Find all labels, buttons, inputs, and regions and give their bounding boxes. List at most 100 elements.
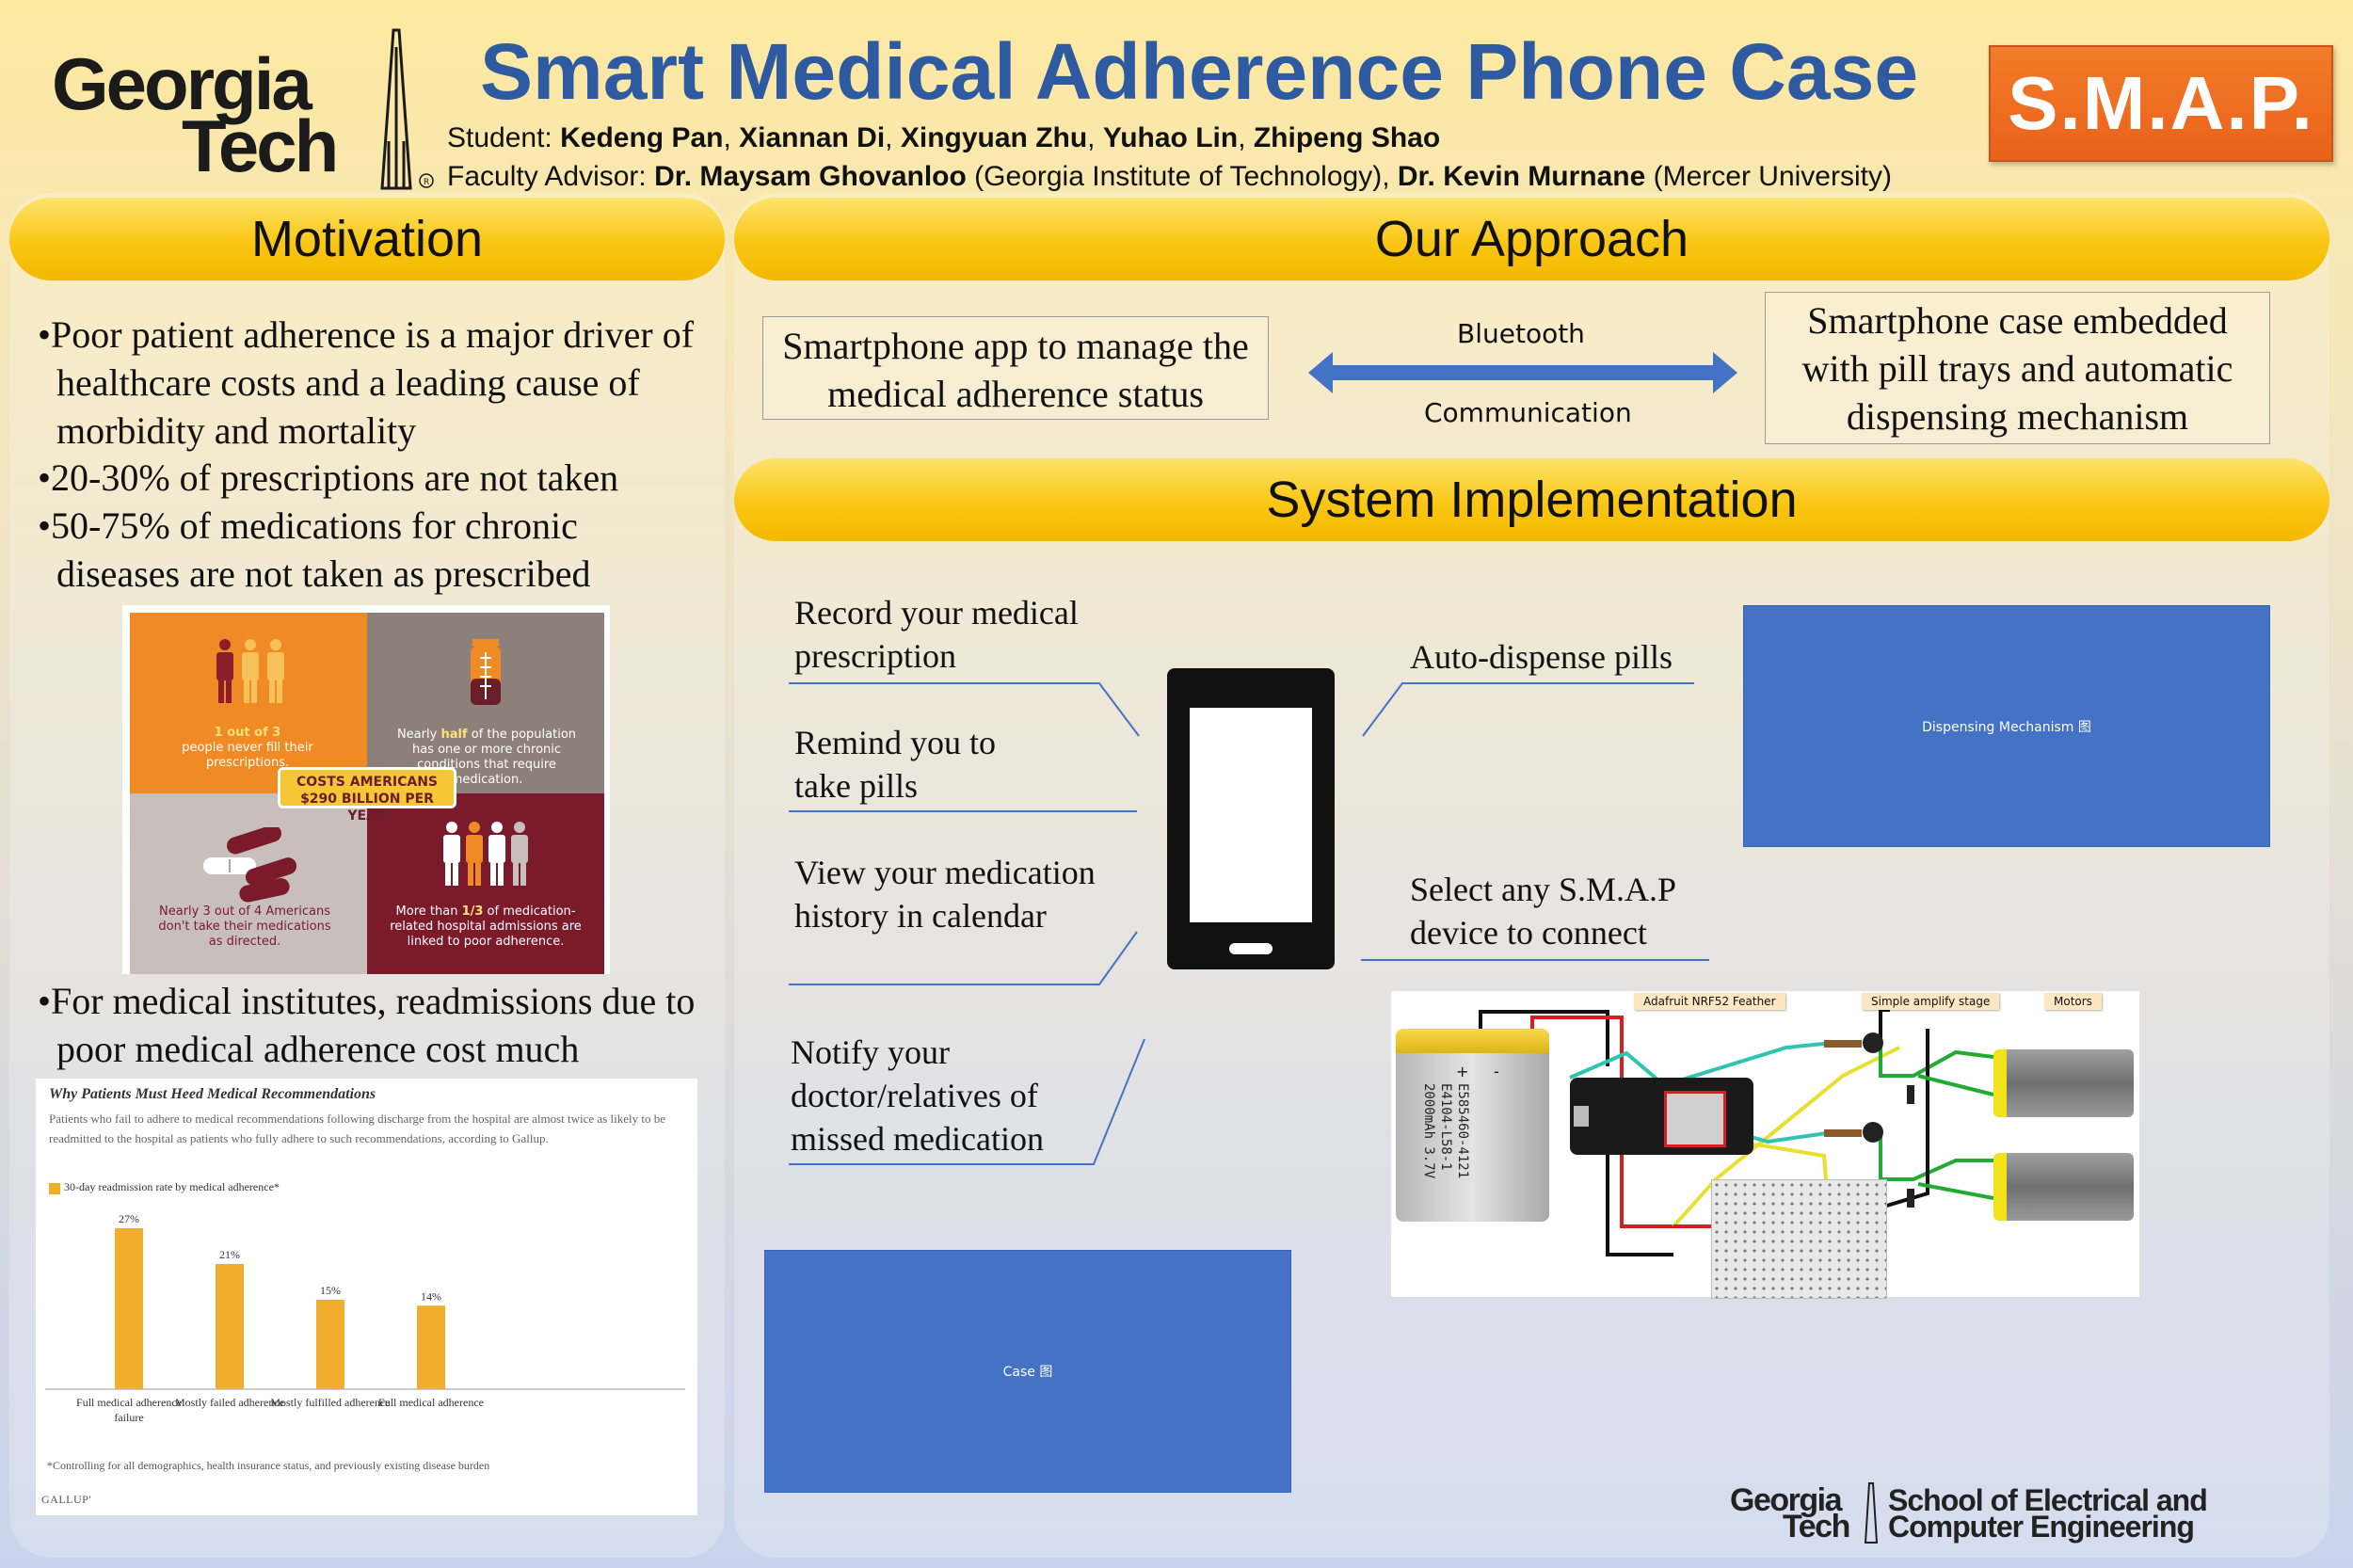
infographic-bold: 1/3 [461, 904, 484, 919]
infographic-cost-banner: COSTS AMERICANS $290 BILLION PER YEAR [278, 767, 456, 824]
motor [1993, 1153, 2134, 1221]
label-motors: Motors [2044, 993, 2102, 1010]
battery-label-line: E4104-L58-1 [1438, 1083, 1453, 1171]
feature-history: View your medication history in calendar [794, 854, 1096, 935]
infographic-text-part: Nearly [396, 728, 441, 742]
chart-bar [115, 1228, 143, 1389]
student-name: Kedeng Pan [560, 122, 724, 153]
motivation-bullet: •50-75% of medications for chronic disea… [38, 504, 591, 595]
chart-footnote: *Controlling for all demographics, healt… [47, 1459, 490, 1472]
student-name: Xingyuan Zhu [900, 122, 1088, 153]
motor [1993, 1049, 2134, 1117]
student-name: Zhipeng Shao [1253, 122, 1441, 153]
chart-value-label: 15% [320, 1284, 341, 1297]
bluetooth-label: Bluetooth [1457, 318, 1585, 349]
ece-school-logo: Georgia Tech School of Electrical and Co… [1730, 1482, 2313, 1548]
battery: E585460-4121 E4104-L58-1 2000mAh 3.7V - … [1396, 1029, 1549, 1222]
logo-word-georgia: Georgia [1730, 1482, 1842, 1518]
chart-legend-swatch [49, 1183, 60, 1194]
label-amplify: Simple amplify stage [1862, 993, 2000, 1010]
chart-category-label: Mostly failed adherence [175, 1396, 284, 1409]
infographic-bold: 1 out of 3 [214, 726, 281, 740]
smap-badge: S.M.A.P. [1989, 45, 2333, 162]
infographic-text-part: More than [395, 904, 462, 919]
motivation-heading: Motivation [9, 198, 725, 280]
student-name: Xiannan Di [739, 122, 886, 153]
logo-word-tech: Tech [1783, 1509, 1850, 1544]
advisor-list: Faculty Advisor: Dr. Maysam Ghovanloo (G… [447, 161, 1892, 193]
infographic-cell-chronic: Nearly half of the population has one or… [367, 613, 604, 793]
infographic-text-rest: people never fill their prescriptions. [182, 741, 313, 770]
chart-description: Patients who fail to adhere to medical r… [49, 1112, 665, 1145]
feature-notify: Notify your doctor/relatives of missed m… [791, 1033, 1044, 1158]
feather-module [1664, 1091, 1726, 1147]
feature-select: Select any S.M.A.P device to connect [1410, 871, 1675, 952]
tech-tower-icon: R [380, 28, 434, 190]
chart-category-label: Mostly fulfilled adherence [270, 1396, 390, 1409]
chart-legend: 30-day readmission rate by medical adher… [64, 1180, 280, 1193]
logo-word-georgia: Georgia [52, 42, 312, 125]
medicine-bottle-icon [471, 639, 501, 705]
dispensing-mechanism-image: Dispensing Mechanism 图 [1743, 605, 2270, 847]
system-heading: System Implementation [734, 458, 2329, 541]
people-icon [216, 639, 284, 703]
tech-tower-icon [1864, 1482, 1879, 1544]
chart-bar [417, 1305, 445, 1389]
approach-heading: Our Approach [734, 198, 2329, 280]
feature-remind: Remind you to take pills [794, 724, 996, 805]
chart-bar [216, 1264, 244, 1389]
circuit-diagram: E585460-4121 E4104-L58-1 2000mAh 3.7V - … [1391, 991, 2139, 1299]
advisor-affiliation: (Mercer University) [1645, 161, 1892, 192]
poster-title: Smart Medical Adherence Phone Case [480, 27, 1919, 116]
cost-line: $290 BILLION PER YEAR [300, 792, 434, 824]
battery-minus: - [1494, 1063, 1499, 1080]
feature-record: Record your medical prescription [794, 594, 1079, 675]
infographic-cell-directions: Nearly 3 out of 4 Americans don't take t… [130, 793, 367, 974]
feather-usb [1574, 1106, 1589, 1127]
infographic-text-part: of medication-related hospital admission… [390, 904, 582, 949]
chart-bar [316, 1300, 344, 1389]
student-name: Yuhao Lin [1102, 122, 1239, 153]
motivation-bullet: •For medical institutes, readmissions du… [38, 980, 696, 1070]
student-label: Student: [447, 122, 561, 153]
battery-plus: + [1456, 1063, 1469, 1080]
label-feather: Adafruit NRF52 Feather [1634, 993, 1785, 1010]
svg-text:R: R [424, 178, 429, 187]
advisor-label: Faculty Advisor: [447, 161, 655, 192]
infographic-text: 1 out of 3 people never fill their presc… [177, 726, 318, 771]
breadboard [1711, 1179, 1887, 1299]
battery-top [1396, 1029, 1549, 1053]
student-list: Student: Kedeng Pan, Xiannan Di, Xingyua… [447, 122, 1441, 153]
communication-label: Communication [1424, 397, 1632, 428]
motivation-bullet: •20-30% of prescriptions are not taken [38, 456, 619, 499]
advisor-name: Dr. Maysam Ghovanloo [654, 161, 967, 192]
gallup-source: GALLUP' [41, 1493, 91, 1506]
battery-label-line: 2000mAh 3.7V [1421, 1083, 1436, 1179]
motivation-bullet: •Poor patient adherence is a major drive… [38, 313, 695, 452]
readmission-chart: Why Patients Must Heed Medical Recommend… [36, 1079, 697, 1515]
advisor-affiliation: (Georgia Institute of Technology), [966, 161, 1398, 192]
infographic-text: More than 1/3 of medication-related hosp… [376, 904, 595, 950]
advisor-name: Dr. Kevin Murnane [1397, 161, 1646, 192]
school-name-line: School of Electrical and [1888, 1483, 2208, 1517]
infographic-bold: half [440, 728, 468, 742]
battery-label-line: E585460-4121 [1455, 1083, 1470, 1179]
pills-icon [203, 827, 297, 903]
double-arrow-icon [1308, 352, 1737, 393]
chart-value-label: 21% [219, 1248, 240, 1261]
logo-word-tech: Tech [182, 104, 339, 187]
infographic-text: Nearly 3 out of 4 Americans don't take t… [158, 904, 331, 949]
cost-line: COSTS AMERICANS [296, 775, 438, 790]
people-group-icon [443, 822, 528, 886]
bar-chart-plot: 27%Full medical adherencefailure21%Mostl… [45, 1212, 685, 1424]
chart-category-label: Full medical adherence [76, 1396, 182, 1409]
case-image: Case 图 [764, 1250, 1291, 1493]
chart-title: Why Patients Must Heed Medical Recommend… [49, 1086, 376, 1102]
feature-dispense: Auto-dispense pills [1410, 638, 1673, 676]
case-description-box: Smartphone case embedded with pill trays… [1765, 292, 2270, 444]
infographic-cell-prescriptions: 1 out of 3 people never fill their presc… [130, 613, 367, 793]
chart-value-label: 14% [421, 1289, 441, 1303]
infographic-cell-admissions: More than 1/3 of medication-related hosp… [367, 793, 604, 974]
app-description-box: Smartphone app to manage the medical adh… [762, 316, 1269, 420]
